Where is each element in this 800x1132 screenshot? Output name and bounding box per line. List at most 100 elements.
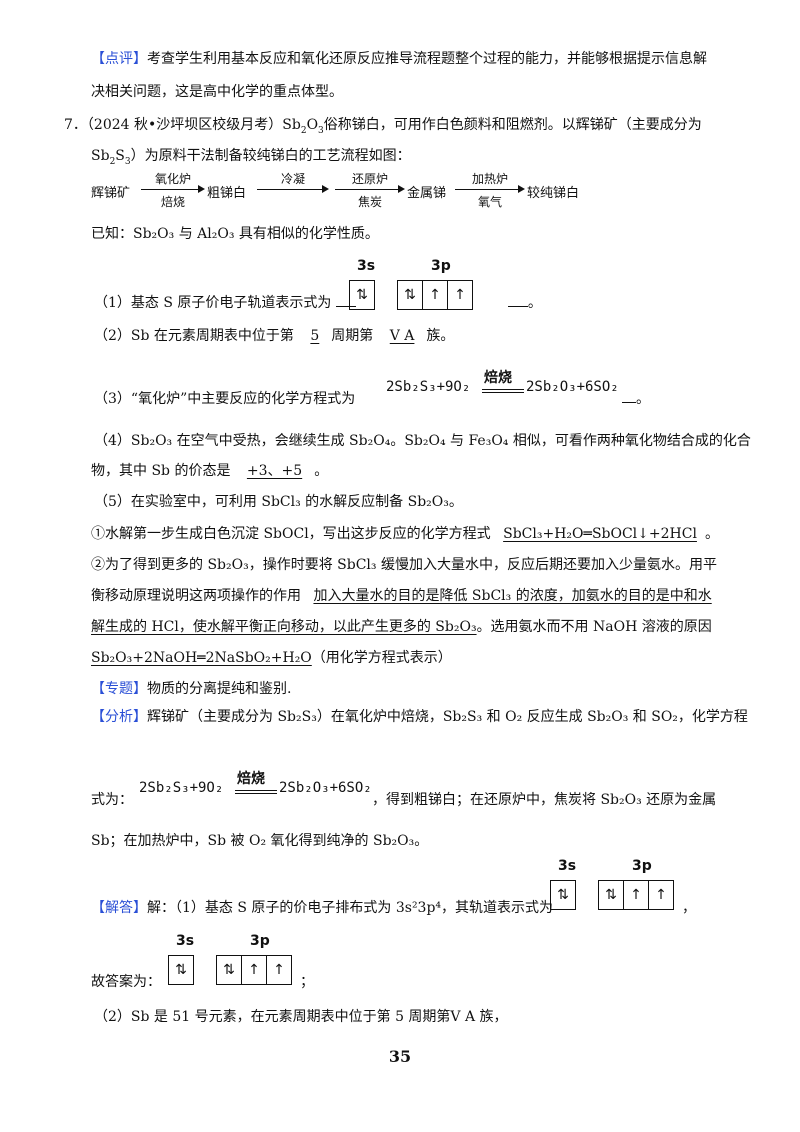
answer-line-3: （2）Sb 是 51 号元素，在元素周期表中位于第 5 周期第Ⅴ A 族， — [94, 1007, 508, 1027]
analysis-text-3: Sb；在加热炉中，Sb 被 O₂ 氧化得到纯净的 Sb₂O₃。 — [91, 833, 429, 849]
part-5-text: （5）在实验室中，可利用 SbCl₃ 的水解反应制备 Sb₂O₃。 — [94, 494, 463, 510]
comment-text-2: 决相关问题，这是高中化学的重点体型。 — [91, 84, 343, 100]
flow-arrow-heating-top: 加热炉 — [471, 172, 508, 186]
orbital-3p-label: 3p — [250, 933, 270, 949]
part-1: （1）基态 S 原子价电子轨道表示式为 。 — [94, 293, 542, 313]
flow-arrow-oxidation-bottom: 焙烧 — [160, 195, 185, 209]
flow-arrow-heating: 加热炉 氧气 — [455, 170, 525, 210]
orbital-3p-cell-2: ↑ — [242, 956, 267, 984]
orbital-3p-label: 3p — [431, 258, 451, 274]
equation-analysis: 2Sb₂S₃+9O₂ 焙烧 2Sb₂O₃+6SO₂ — [139, 768, 379, 808]
part-1-text: （1）基态 S 原子价电子轨道表示式为 — [94, 295, 336, 311]
answer-text-2: 故答案为： — [91, 974, 161, 990]
orbital-3p-cell-2: ↑ — [423, 281, 448, 309]
part-5-1-text: ①水解第一步生成白色沉淀 SbOCl，写出这步反应的化学方程式 — [91, 526, 496, 542]
orbital-3p-cell-3: ↑ — [273, 962, 285, 978]
topic-line: 【专题】物质的分离提纯和鉴别. — [91, 679, 291, 699]
orbital-3p-cell-1: ⇅ — [398, 281, 423, 309]
part-5-2-text-1: ②为了得到更多的 Sb₂O₃，操作时要将 SbCl₃ 缓慢加入大量水中，反应后期… — [91, 557, 717, 573]
analysis-text-1: 辉锑矿（主要成分为 Sb₂S₃）在氧化炉中焙烧，Sb₂S₃ 和 O₂ 反应生成 … — [147, 709, 748, 725]
comment-text-1: 考查学生利用基本反应和氧化还原反应推导流程题整个过程的能力，并能够根据提示信息解 — [147, 51, 707, 67]
equation-analysis-rhs: 2Sb₂O₃+6SO₂ — [279, 780, 372, 796]
process-flow-diagram: 辉锑矿 氧化炉 焙烧 粗锑白 冷凝 还原炉 焦炭 金属锑 加热炉 氧气 较纯锑白 — [91, 170, 651, 210]
orbital-diagram-answer-2: 3s 3p ⇅ ⇅↑↑ — [148, 933, 318, 985]
question-line-1: 7．（2024 秋•沙坪坝区校级月考）Sb2O3俗称锑白，可用作白色颜料和阻燃剂… — [64, 117, 702, 136]
part-5-2-line-3: 解生成的 HCl，使水解平衡正向移动，以此产生更多的 Sb₂O₃。选用氨水而不用… — [91, 617, 712, 637]
part-2-text-2: 周期第 — [331, 328, 378, 344]
part-5-2-answer-2: 解生成的 HCl，使水解平衡正向移动，以此产生更多的 Sb₂O₃ — [91, 619, 477, 635]
equation-analysis-lhs: 2Sb₂S₃+9O₂ — [139, 780, 224, 796]
part-5-2-text-4: （用化学方程式表示） — [311, 650, 452, 666]
part-3-period: 。 — [636, 391, 650, 407]
question-number: 7． — [64, 117, 87, 133]
page-number: 35 — [388, 1047, 412, 1066]
part-3: （3）“氧化炉”中主要反应的化学方程式为 — [94, 389, 355, 409]
part-4-text-3: 。 — [314, 463, 329, 479]
part-4-line-1: （4）Sb₂O₃ 在空气中受热，会继续生成 Sb₂O₄。Sb₂O₄ 与 Fe₃O… — [94, 431, 751, 451]
flow-arrow-heating-bottom: 氧气 — [477, 195, 502, 209]
flow-node-metal: 金属锑 — [407, 186, 447, 201]
answer-text-1: 解：（1）基态 S 原子的价电子排布式为 3s²3p⁴，其轨道表示式为 — [147, 900, 554, 916]
analysis-tag: 【分析】 — [91, 709, 147, 725]
part-5-2-text-2: 衡移动原理说明这两项操作的作用 — [91, 588, 306, 604]
part-2: （2）Sb 在元素周期表中位于第 5 周期第 Ⅴ A 族。 — [94, 326, 454, 346]
part-5-2-text-3: 。选用氨水而不用 NaOH 溶液的原因 — [476, 619, 712, 635]
flow-arrow-condense: 冷凝 — [257, 170, 329, 210]
known-text: 已知：Sb₂O₃ 与 Al₂O₃ 具有相似的化学性质。 — [91, 226, 379, 242]
part-5-1: ①水解第一步生成白色沉淀 SbOCl，写出这步反应的化学方程式 SbCl₃+H₂… — [91, 524, 719, 544]
part-5-2-line-4: Sb₂O₃+2NaOH═2NaSbO₂+H₂O（用化学方程式表示） — [91, 648, 452, 668]
orbital-3p-label: 3p — [632, 858, 652, 874]
equation-q3: 2Sb₂S₃+9O₂ 焙烧 2Sb₂O₃+6SO₂ — [386, 367, 626, 407]
analysis-text-2a: 式为： — [91, 792, 133, 808]
comment-line-1: 【点评】考查学生利用基本反应和氧化还原反应推导流程题整个过程的能力，并能够根据提… — [91, 49, 707, 69]
flow-arrow-oxidation: 氧化炉 焙烧 — [141, 170, 205, 210]
orbital-3s-cell: ⇅ — [356, 287, 368, 303]
part-5-2-line-2: 衡移动原理说明这两项操作的作用 加入大量水的目的是降低 SbCl₃ 的浓度，加氨… — [91, 586, 712, 606]
flow-arrow-reduction: 还原炉 焦炭 — [335, 170, 405, 210]
answer-line-1-end: ， — [682, 898, 696, 918]
part-5-1-answer: SbCl₃+H₂O═SbOCl↓+2HCl — [503, 526, 697, 542]
part-1-end: 。 — [527, 295, 542, 311]
orbital-3p-cell-2: ↑ — [624, 881, 649, 909]
answer-line-2-end: ； — [300, 972, 314, 992]
analysis-line-1: 【分析】辉锑矿（主要成分为 Sb₂S₃）在氧化炉中焙烧，Sb₂S₃ 和 O₂ 反… — [91, 707, 748, 727]
flow-arrow-oxidation-top: 氧化炉 — [154, 172, 191, 186]
answer-line-1: 【解答】解：（1）基态 S 原子的价电子排布式为 3s²3p⁴，其轨道表示式为 — [91, 898, 553, 918]
analysis-text-2b: ，得到粗锑白；在还原炉中，焦炭将 Sb₂O₃ 还原为金属 — [372, 792, 717, 808]
part-5-2-line-1: ②为了得到更多的 Sb₂O₃，操作时要将 SbCl₃ 缓慢加入大量水中，反应后期… — [91, 555, 717, 575]
answer-text-2b: ； — [300, 974, 314, 990]
part-5-1-end: 。 — [704, 526, 719, 542]
answer-text-1b: ， — [682, 900, 696, 916]
flow-arrow-condense-top: 冷凝 — [280, 172, 305, 186]
analysis-line-3: Sb；在加热炉中，Sb 被 O₂ 氧化得到纯净的 Sb₂O₃。 — [91, 831, 428, 851]
flow-node-ore: 辉锑矿 — [91, 186, 131, 201]
orbital-diagram-answer-1: 3s 3p ⇅ ⇅↑↑ — [530, 858, 700, 910]
part-2-text: （2）Sb 在元素周期表中位于第 — [94, 328, 299, 344]
question-line-2: Sb2S3）为原料干法制备较纯锑白的工艺流程如图： — [91, 148, 411, 167]
orbital-diagram-q1: 3s 3p ⇅ ⇅↑↑ — [329, 258, 489, 310]
answer-line-2: 故答案为： — [91, 972, 161, 992]
part-2-text-3: 族。 — [426, 328, 455, 344]
question-text-2: ）为原料干法制备较纯锑白的工艺流程如图： — [130, 148, 411, 164]
part-4-answer: +3、+5 — [246, 463, 303, 479]
part-4-text-1: （4）Sb₂O₃ 在空气中受热，会继续生成 Sb₂O₄。Sb₂O₄ 与 Fe₃O… — [94, 433, 751, 449]
equation-q3-rhs: 2Sb₂O₃+6SO₂ — [526, 379, 619, 395]
topic-text: 物质的分离提纯和鉴别. — [147, 681, 292, 697]
part-5-2-answer-1: 加入大量水的目的是降低 SbCl₃ 的浓度，加氨水的目的是中和水 — [313, 588, 712, 604]
analysis-line-2a: 式为： — [91, 790, 133, 810]
answer-text-3: （2）Sb 是 51 号元素，在元素周期表中位于第 5 周期第Ⅴ A 族， — [94, 1009, 508, 1025]
orbital-3p-cell-3: ↑ — [655, 887, 667, 903]
equation-q3-condition: 焙烧 — [484, 370, 512, 386]
orbital-3s-label: 3s — [176, 933, 195, 949]
part-2-answer-period: 5 — [310, 328, 320, 344]
orbital-3p-cell-3: ↑ — [454, 287, 466, 303]
part-3-text: （3）“氧化炉”中主要反应的化学方程式为 — [94, 391, 356, 407]
part-2-answer-group: Ⅴ A — [389, 328, 415, 344]
orbital-3s-cell: ⇅ — [557, 887, 569, 903]
part-5-2-answer-3: Sb₂O₃+2NaOH═2NaSbO₂+H₂O — [91, 650, 312, 666]
flow-arrow-reduction-top: 还原炉 — [351, 172, 388, 186]
topic-tag: 【专题】 — [91, 681, 147, 697]
orbital-3s-cell: ⇅ — [175, 962, 187, 978]
comment-line-2: 决相关问题，这是高中化学的重点体型。 — [91, 82, 343, 102]
analysis-line-2b: ，得到粗锑白；在还原炉中，焦炭将 Sb₂O₃ 还原为金属 — [372, 790, 716, 810]
